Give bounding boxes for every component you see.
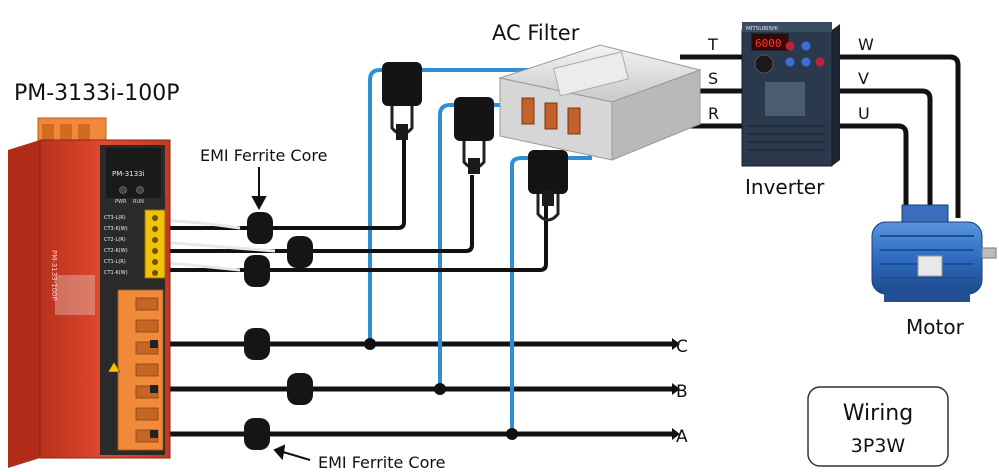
ferrite-core-a — [244, 418, 270, 450]
line-a-label: A — [676, 427, 688, 447]
motor-feet — [884, 292, 970, 302]
device-panel-label: PM-3133i — [112, 170, 145, 178]
terminal-label: CT2-K(W) — [104, 248, 128, 254]
emi-bottom-label: EMI Ferrite Core — [318, 453, 445, 472]
inverter-brand-label: MITSUBISHI — [746, 26, 778, 32]
device-spec-label — [55, 275, 95, 315]
sense-wire-c — [368, 68, 540, 344]
inverter-side — [832, 24, 840, 166]
clamp-ct-1 — [528, 150, 568, 222]
emi-bottom-arrow — [282, 451, 311, 461]
emi-top-label: EMI Ferrite Core — [200, 146, 327, 165]
terminal-label: CT3-L(R) — [104, 215, 126, 221]
warning-triangle — [107, 361, 121, 373]
sense-wire-a — [510, 145, 592, 434]
inverter-label: Inverter — [745, 175, 825, 199]
inverter-info-label — [765, 82, 805, 116]
line-a-arrow — [672, 428, 680, 440]
ferrite-core-b — [287, 373, 313, 405]
ac-filter — [498, 44, 702, 161]
inverter-top — [742, 22, 832, 32]
ct2-wire — [170, 175, 474, 253]
junction-a — [506, 428, 518, 440]
motor-label: Motor — [906, 315, 965, 339]
ferrite-cores — [244, 212, 313, 450]
phase-r-label: R — [708, 104, 719, 123]
ct1-wire — [170, 205, 548, 272]
motor-shaft — [981, 247, 997, 259]
pwr-led — [119, 186, 127, 194]
line-b-arrow — [672, 383, 680, 395]
feed-u — [835, 123, 909, 218]
device-name-label: PM-3133i-100P — [14, 81, 179, 106]
phase-v-label: V — [858, 69, 869, 88]
inverter-dial — [754, 54, 774, 74]
wiring-title: Wiring — [843, 401, 913, 426]
line-c-label: C — [676, 337, 688, 357]
feed-v — [835, 88, 933, 218]
run-label: RUN — [133, 199, 144, 205]
wiring-mode: 3P3W — [851, 435, 906, 457]
emi-arrows — [251, 167, 311, 461]
ct-terminal-strip — [144, 209, 166, 279]
ct3-wire — [170, 140, 406, 230]
junction-c — [364, 338, 376, 350]
voltage-sense-wires — [368, 68, 592, 434]
ac-filter-label: AC Filter — [492, 21, 580, 45]
clamp-ct-2 — [454, 97, 494, 174]
terminal-label: CT3-K(W) — [104, 226, 128, 232]
junction-dots — [364, 338, 518, 440]
filter-terminal-1 — [521, 97, 535, 125]
line-b-label: B — [676, 382, 688, 402]
inverter — [741, 22, 840, 167]
ct-lead-2 — [159, 240, 276, 253]
ferrite-core-c — [244, 328, 270, 360]
filter-terminal-3 — [567, 107, 581, 135]
ct-wires — [170, 140, 548, 272]
phase-u-label: U — [858, 104, 870, 123]
terminal-label: CT1-L(R) — [104, 259, 126, 265]
motor-nameplate — [917, 255, 943, 277]
wiring-legend-box — [807, 386, 949, 467]
inverter-display-value: 6000 — [755, 37, 782, 50]
filter-terminal-2 — [544, 102, 558, 130]
terminal-label: CT2-L(R) — [104, 237, 126, 243]
sense-wire-b — [438, 103, 505, 389]
feed-w — [835, 54, 961, 218]
ferrite-core-ct3 — [247, 212, 273, 244]
junction-b — [434, 383, 446, 395]
clamp-ct-3 — [382, 62, 422, 140]
phase-s-label: S — [708, 69, 718, 88]
run-led — [136, 186, 144, 194]
phase-w-label: W — [858, 35, 874, 54]
ferrite-core-ct2 — [287, 236, 313, 268]
pwr-label: PWR — [115, 199, 127, 205]
line-c-arrow — [672, 338, 680, 350]
ferrite-core-ct1 — [244, 255, 270, 287]
filter-side-face — [611, 69, 701, 161]
phase-t-label: T — [707, 35, 718, 54]
device-side — [8, 140, 40, 468]
device-logo-label: PM-3133-100P — [50, 250, 58, 301]
motor — [871, 204, 997, 302]
pm3133i-device — [8, 117, 171, 468]
power-lines — [150, 338, 680, 440]
terminal-labels: CT3-L(R) CT3-K(W) CT2-L(R) CT2-K(W) CT1-… — [104, 215, 128, 276]
motor-feed-wires — [835, 54, 961, 218]
terminal-label: CT1-K(W) — [104, 270, 128, 276]
